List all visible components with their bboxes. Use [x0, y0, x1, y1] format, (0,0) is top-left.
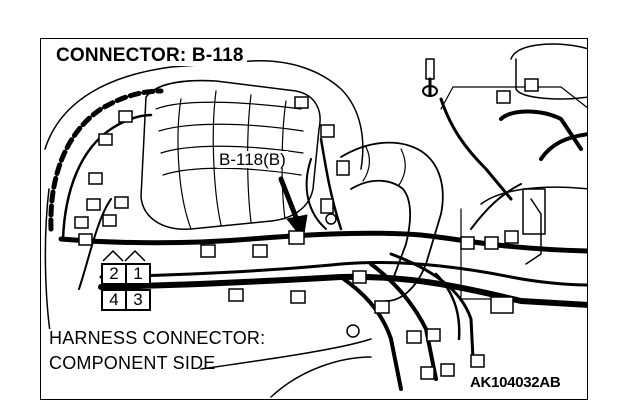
engine-cover — [44, 60, 364, 170]
connector-latch-icon — [102, 249, 146, 262]
intake-manifold — [140, 79, 321, 230]
harness-loop — [48, 88, 164, 232]
connector-callout-label: B-118(B) — [217, 150, 288, 169]
reservoir-tank — [510, 43, 587, 60]
connector-pin-3: 3 — [125, 289, 151, 311]
connector-title: CONNECTOR: B-118 — [53, 45, 247, 66]
figure-code: AK104032AB — [468, 374, 563, 391]
connector-pin-4: 4 — [101, 289, 127, 311]
connector-pin-2: 2 — [101, 263, 127, 285]
engine-bay-illustration — [44, 43, 587, 398]
component-side-label: COMPONENT SIDE — [49, 353, 216, 373]
connector-pin-1: 1 — [125, 263, 151, 285]
intake-hose — [340, 141, 444, 302]
harness-connector-label: HARNESS CONNECTOR: — [47, 328, 268, 348]
